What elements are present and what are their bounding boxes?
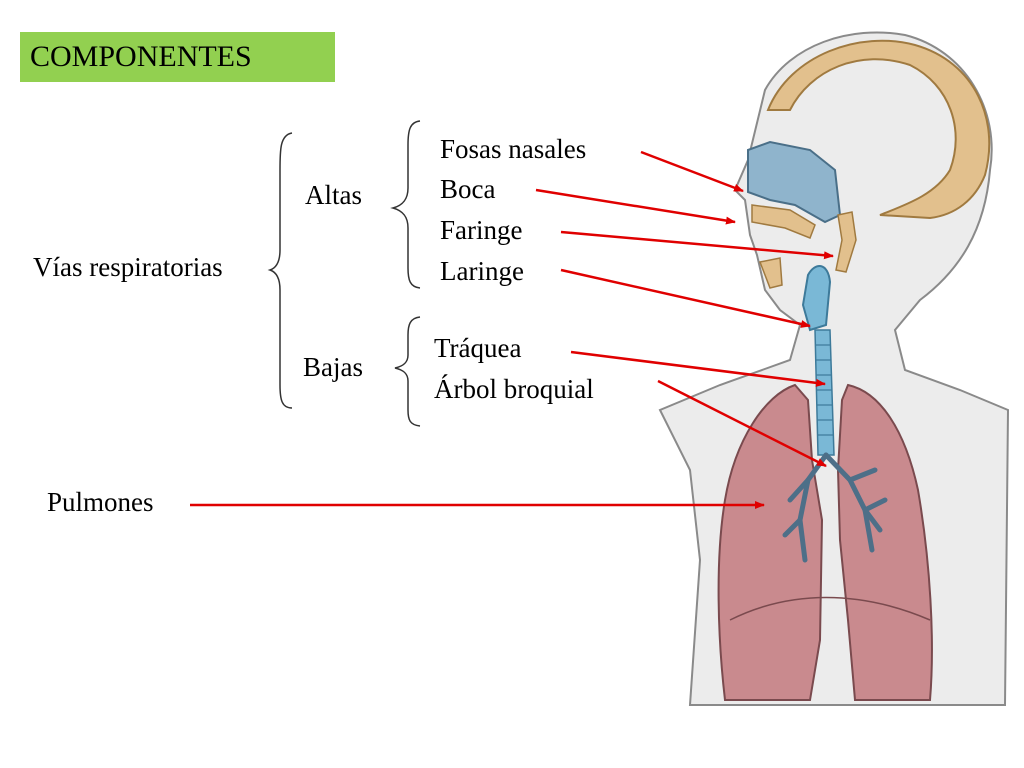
- label-traquea: Tráquea: [434, 333, 522, 363]
- trachea: [814, 329, 835, 456]
- palate-bone: [751, 204, 816, 239]
- vias-brace: [267, 132, 293, 409]
- altas-brace: [390, 120, 421, 289]
- arrow-laringe: [560, 268, 811, 328]
- arrow-fosas-nasales: [640, 150, 744, 193]
- label-laringe: Laringe: [440, 256, 524, 286]
- slide-title: COMPONENTES: [30, 40, 252, 73]
- label-bajas: Bajas: [303, 352, 363, 382]
- nasal-cavity: [747, 140, 842, 224]
- arrow-arbol-broquial: [657, 379, 827, 468]
- label-fosas-nasales: Fosas nasales: [440, 134, 587, 164]
- pharynx-larynx: [801, 265, 832, 332]
- label-arbol-broquial: Árbol broquial: [434, 374, 594, 404]
- trachea-rings: [816, 344, 834, 436]
- label-boca: Boca: [440, 174, 496, 204]
- left-lung: [836, 383, 933, 701]
- label-pulmones: Pulmones: [47, 487, 154, 517]
- label-arrows: [190, 150, 834, 509]
- skull-bone: [766, 39, 991, 220]
- label-faringe: Faringe: [440, 215, 523, 245]
- arrow-faringe: [560, 230, 834, 260]
- right-lung: [717, 383, 824, 701]
- arrow-traquea: [570, 350, 826, 387]
- arrow-boca: [535, 188, 736, 225]
- bajas-brace: [394, 316, 421, 427]
- title-box: COMPONENTES: [20, 32, 335, 82]
- spine-bones: [835, 211, 857, 273]
- label-vias-respiratorias: Vías respiratorias: [33, 252, 223, 282]
- label-altas: Altas: [305, 180, 362, 210]
- jaw-bone: [758, 257, 783, 289]
- diaphragm: [729, 596, 931, 621]
- bronchial-tree: [782, 452, 888, 563]
